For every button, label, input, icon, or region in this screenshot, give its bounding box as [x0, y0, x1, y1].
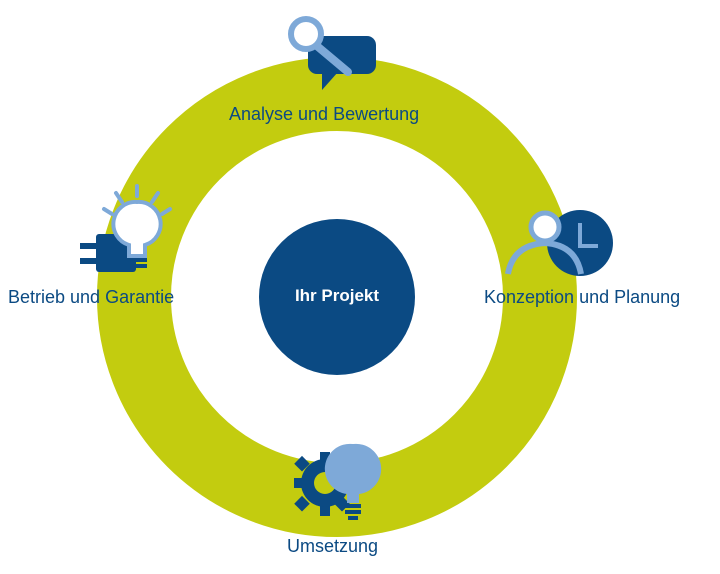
stage-label-umsetzung: Umsetzung	[287, 536, 379, 556]
center-circle	[259, 219, 415, 375]
stage-label-betrieb: Betrieb und Garantie	[8, 287, 175, 307]
stage-label-analyse: Analyse und Bewertung	[229, 104, 420, 124]
person-clock-icon	[505, 210, 613, 276]
gear-lightbulb-icon	[294, 443, 382, 520]
stage-label-konzeption: Konzeption und Planung	[484, 287, 681, 307]
plug-lightbulb-icon	[80, 184, 172, 272]
center-label: Ihr Projekt	[294, 286, 380, 305]
search-speech-bubble-icon	[288, 16, 376, 90]
